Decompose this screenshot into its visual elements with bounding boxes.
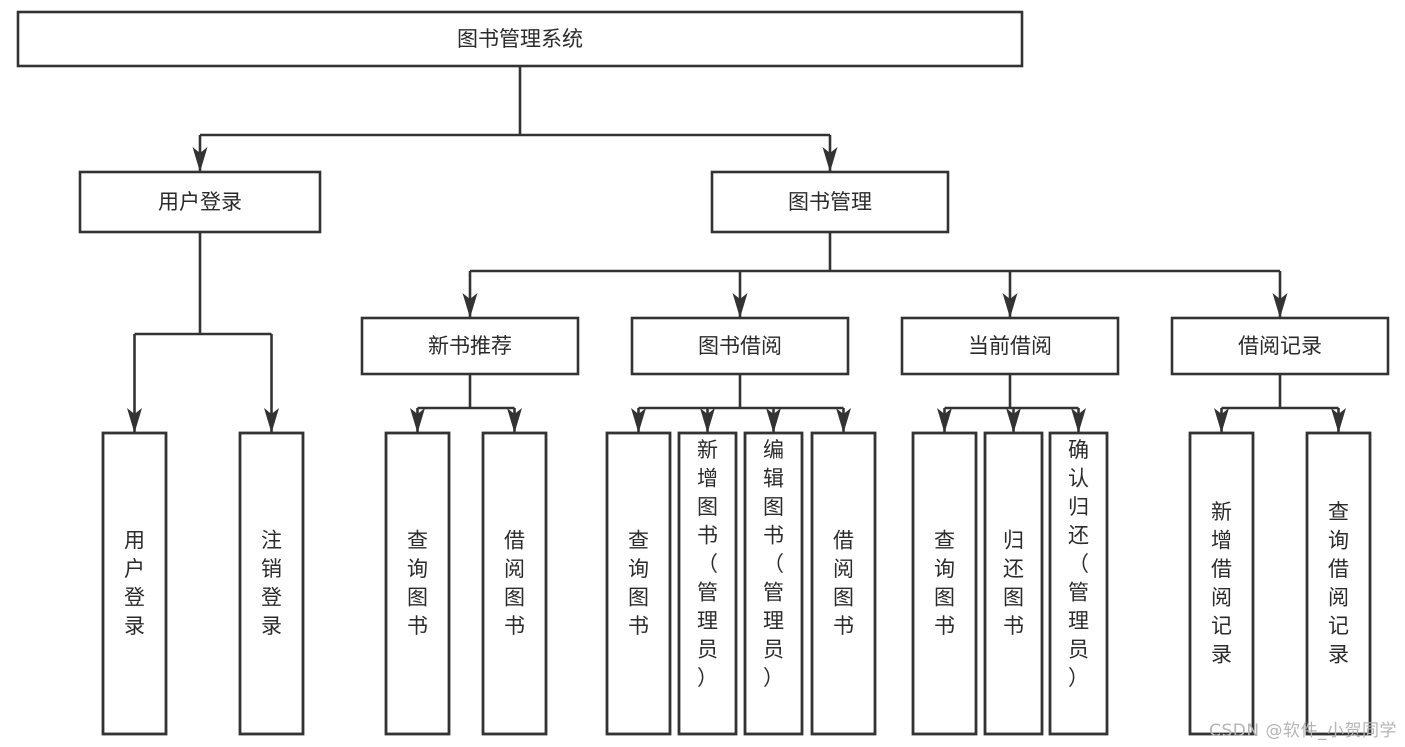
node-borrow-record-box[interactable] [1170,316,1390,376]
node-current-borrow[interactable]: 当前借阅 [900,316,1120,376]
leaf-borrow-book-1[interactable]: 借阅图书 [481,431,548,736]
edge-arrowhead [127,408,142,433]
edge-arrowhead [507,408,522,433]
node-borrow-record-label: 借阅记录 [1238,334,1322,358]
edge-arrowhead [410,408,425,433]
node-new-book-recommend-label: 新书推荐 [428,334,512,358]
node-root-system[interactable]: 图书管理系统 [16,10,1024,68]
nodes-layer: 图书管理系统用户登录图书管理新书推荐图书借阅当前借阅借阅记录用户登录注销登录查询… [16,10,1390,736]
watermark-label: CSDN @软件_小贺同学 [1209,721,1397,741]
leaf-query-book-1-label: 查询图书 [407,529,428,639]
leaf-return-book-label: 归还图书 [1003,529,1024,639]
edge-arrowhead [766,408,781,433]
edge-arrowhead [1002,293,1018,318]
edge-arrowhead [631,408,646,433]
node-book-borrow-label: 图书借阅 [698,334,782,358]
leaf-borrow-book-2-label: 借阅图书 [833,529,854,639]
leaf-add-book-admin[interactable]: 新增图书（管理员） [677,431,738,736]
node-book-borrow[interactable]: 图书借阅 [630,316,850,376]
leaf-query-book-2[interactable]: 查询图书 [605,431,672,736]
edge-arrowhead [732,293,748,318]
node-root-system-box[interactable] [16,10,1024,68]
leaf-add-borrow-record-label: 新增借阅记录 [1211,500,1232,667]
leaf-add-book-admin-label: 新增图书（管理员） [697,438,718,690]
leaf-logout-login-label: 注销登录 [261,529,282,639]
leaf-query-borrow-record-label: 查询借阅记录 [1328,500,1349,667]
node-current-borrow-label: 当前借阅 [968,334,1052,358]
leaf-borrow-book-2-box[interactable] [810,431,877,736]
edge-arrowhead [264,408,279,433]
edge-arrowhead [1006,408,1021,433]
leaf-user-login[interactable]: 用户登录 [101,431,168,736]
leaf-return-book[interactable]: 归还图书 [983,431,1044,736]
leaf-borrow-book-1-box[interactable] [481,431,548,736]
edge-arrowhead [700,408,715,433]
leaf-query-borrow-record-box[interactable] [1305,431,1372,736]
node-new-book-recommend-box[interactable] [360,316,580,376]
node-book-management-box[interactable] [710,170,950,234]
leaf-query-book-3-label: 查询图书 [934,529,955,639]
leaf-confirm-return-admin-box[interactable] [1048,431,1109,736]
leaf-edit-book-admin-box[interactable] [743,431,804,736]
leaf-query-book-3-box[interactable] [911,431,978,736]
edge-arrowhead [192,147,208,172]
leaf-confirm-return-admin[interactable]: 确认归还（管理员） [1048,431,1109,736]
edge-arrowhead [462,293,478,318]
node-user-login-box[interactable] [78,170,322,234]
edge-arrowhead [822,147,838,172]
leaf-borrow-book-2[interactable]: 借阅图书 [810,431,877,736]
node-book-borrow-box[interactable] [630,316,850,376]
edge-arrowhead [1071,408,1086,433]
node-borrow-record[interactable]: 借阅记录 [1170,316,1390,376]
node-book-management[interactable]: 图书管理 [710,170,950,234]
leaf-edit-book-admin[interactable]: 编辑图书（管理员） [743,431,804,736]
leaf-add-book-admin-box[interactable] [677,431,738,736]
node-new-book-recommend[interactable]: 新书推荐 [360,316,580,376]
node-current-borrow-box[interactable] [900,316,1120,376]
edge-arrowhead [836,408,851,433]
leaf-edit-book-admin-label: 编辑图书（管理员） [763,438,784,690]
edge-arrowhead [937,408,952,433]
node-root-system-label: 图书管理系统 [457,27,583,51]
node-book-management-label: 图书管理 [788,190,872,214]
leaf-query-book-2-label: 查询图书 [628,529,649,639]
leaf-add-borrow-record-box[interactable] [1188,431,1255,736]
leaf-query-book-1[interactable]: 查询图书 [384,431,451,736]
leaf-query-book-3[interactable]: 查询图书 [911,431,978,736]
leaf-borrow-book-1-label: 借阅图书 [504,529,525,639]
edges-layer [127,66,1346,433]
leaf-add-borrow-record[interactable]: 新增借阅记录 [1188,431,1255,736]
leaf-logout-login[interactable]: 注销登录 [238,431,305,736]
edge-arrowhead [1331,408,1346,433]
leaf-query-book-1-box[interactable] [384,431,451,736]
leaf-query-borrow-record[interactable]: 查询借阅记录 [1305,431,1372,736]
leaf-logout-login-box[interactable] [238,431,305,736]
edge-arrowhead [1272,293,1288,318]
leaf-confirm-return-admin-label: 确认归还（管理员） [1068,438,1089,690]
leaf-user-login-label: 用户登录 [124,529,145,639]
node-user-login[interactable]: 用户登录 [78,170,322,234]
leaf-return-book-box[interactable] [983,431,1044,736]
leaf-user-login-box[interactable] [101,431,168,736]
leaf-query-book-2-box[interactable] [605,431,672,736]
node-user-login-label: 用户登录 [158,190,242,214]
edge-arrowhead [1214,408,1229,433]
